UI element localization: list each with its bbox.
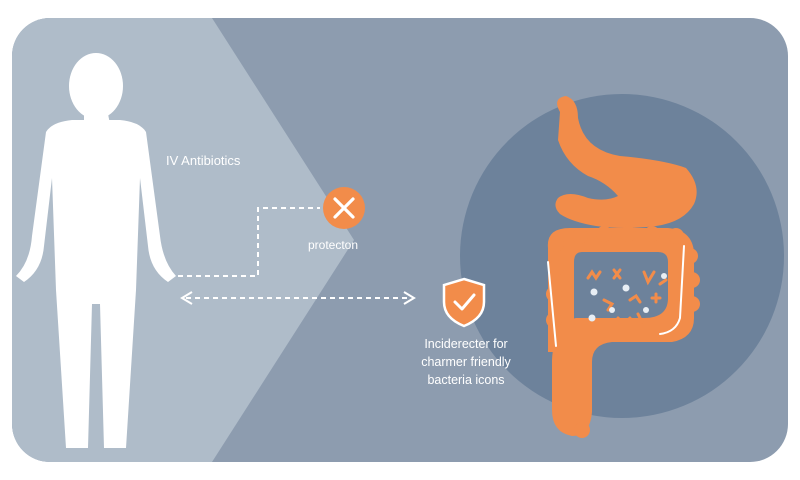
note-line-3: bacteria icons (427, 373, 505, 387)
dashed-connector-block (178, 207, 320, 277)
x-circle-icon (323, 187, 365, 229)
digestive-system-icon (546, 96, 700, 438)
shield-check-icon (442, 277, 486, 328)
gut-background-circle (460, 94, 784, 418)
bacteria-icon (586, 268, 668, 327)
dashed-double-arrow (180, 291, 416, 305)
protection-label: protecton (308, 238, 359, 252)
note-line-2: charmer friendly (421, 355, 511, 369)
gut-bacteria-cluster (586, 268, 668, 327)
bacteria-dots (588, 273, 667, 322)
bacteria-note-label: Inciderecter for charmer friendly bacter… (404, 335, 528, 389)
human-silhouette-icon (16, 53, 176, 448)
note-line-1: Inciderecter for (424, 337, 508, 351)
iv-antibiotics-label: IV Antibiotics (166, 153, 241, 168)
